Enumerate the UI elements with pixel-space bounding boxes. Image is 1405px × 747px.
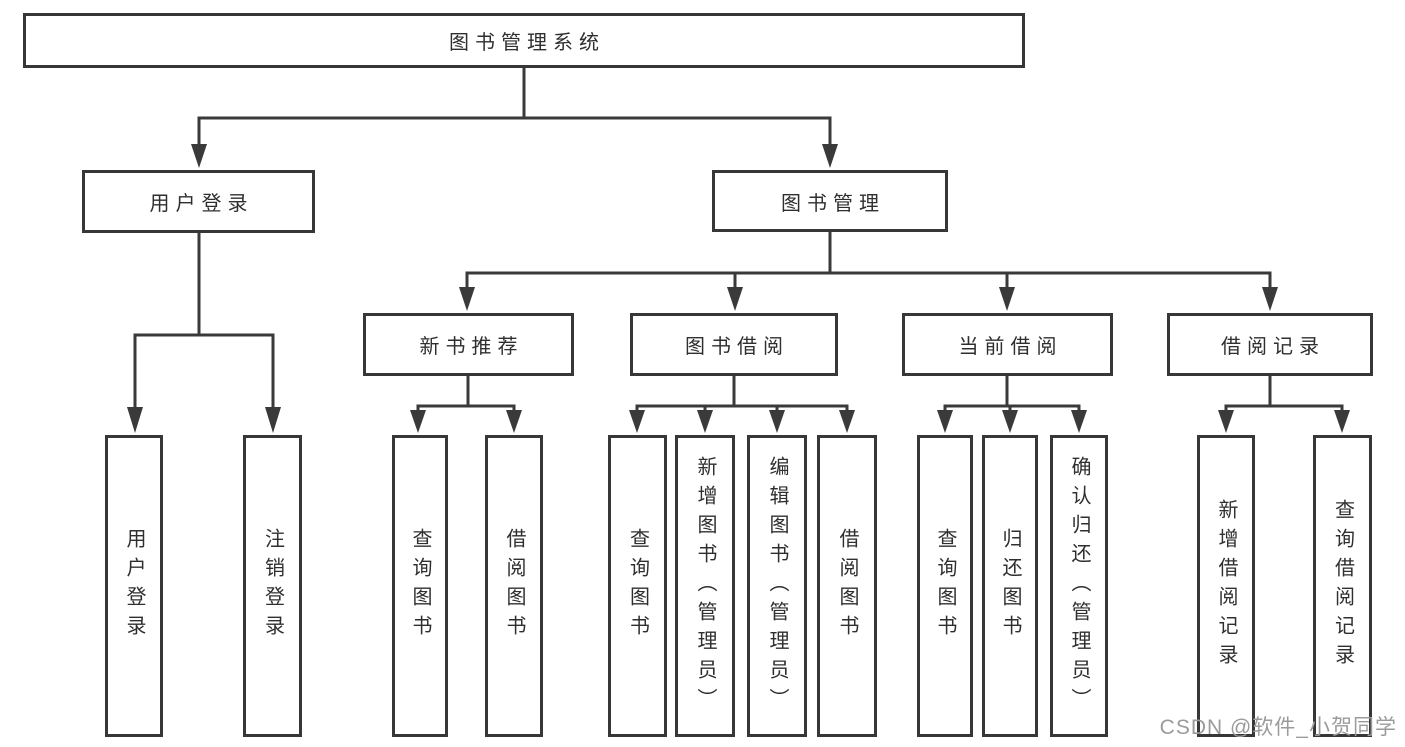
node-user-login-leaf: 用户登录 <box>105 435 163 737</box>
arrowheads <box>127 144 1350 433</box>
arrow-nr-borrow <box>506 410 522 433</box>
arrow-user-login <box>191 144 207 168</box>
node-br-add-record: 新增借阅记录 <box>1197 435 1255 737</box>
node-logout-leaf: 注销登录 <box>243 435 302 737</box>
arrow-nr-query <box>410 410 426 433</box>
node-cb-query-books: 查询图书 <box>917 435 973 737</box>
node-new-book-recommend: 新书推荐 <box>363 313 574 376</box>
node-cb-confirm-return-admin: 确认归还（管理员） <box>1050 435 1108 737</box>
arrow-cb-return <box>1002 410 1018 433</box>
node-user-login: 用户登录 <box>82 170 315 233</box>
arrow-borrow-record <box>1262 287 1278 311</box>
node-bb-add-books-admin: 新增图书（管理员） <box>675 435 735 737</box>
node-bb-query-books: 查询图书 <box>608 435 667 737</box>
node-borrow-records: 借阅记录 <box>1167 313 1373 376</box>
node-br-query-record: 查询借阅记录 <box>1313 435 1372 737</box>
arrow-br-add <box>1218 410 1234 433</box>
node-current-borrowing: 当前借阅 <box>902 313 1113 376</box>
node-nr-borrow-books: 借阅图书 <box>485 435 543 737</box>
node-book-borrowing: 图书借阅 <box>630 313 838 376</box>
arrow-leaf-logout <box>265 407 281 433</box>
connector-root-to-level1 <box>197 68 832 145</box>
node-nr-query-books: 查询图书 <box>392 435 448 737</box>
node-book-management: 图书管理 <box>712 170 948 232</box>
arrow-new-book-rec <box>459 287 475 311</box>
connector-current-borrow-to-leaves <box>943 376 1081 412</box>
arrow-book-mgmt <box>822 144 838 168</box>
connector-book-borrow-to-leaves <box>635 376 849 412</box>
arrow-bb-add <box>697 410 713 433</box>
arrow-br-query <box>1334 410 1350 433</box>
arrow-bb-borrow <box>839 410 855 433</box>
arrow-leaf-user-login <box>127 407 143 433</box>
node-bb-borrow-books: 借阅图书 <box>817 435 877 737</box>
connector-user-login-to-leaves <box>133 233 275 409</box>
node-root-system: 图书管理系统 <box>23 13 1025 68</box>
node-cb-return-books: 归还图书 <box>982 435 1038 737</box>
connector-borrow-record-to-leaves <box>1224 376 1344 412</box>
arrow-cb-confirm <box>1071 410 1087 433</box>
arrow-cb-query <box>937 410 953 433</box>
csdn-watermark: CSDN @软件_小贺同学 <box>1159 716 1397 739</box>
arrow-bb-query <box>629 410 645 433</box>
connector-new-book-rec-to-leaves <box>416 376 516 412</box>
arrow-current-borrow <box>999 287 1015 311</box>
connector-book-mgmt-to-level2 <box>465 232 1272 289</box>
arrow-bb-edit <box>769 410 785 433</box>
arrow-book-borrow <box>727 287 743 311</box>
node-bb-edit-books-admin: 编辑图书（管理员） <box>747 435 807 737</box>
